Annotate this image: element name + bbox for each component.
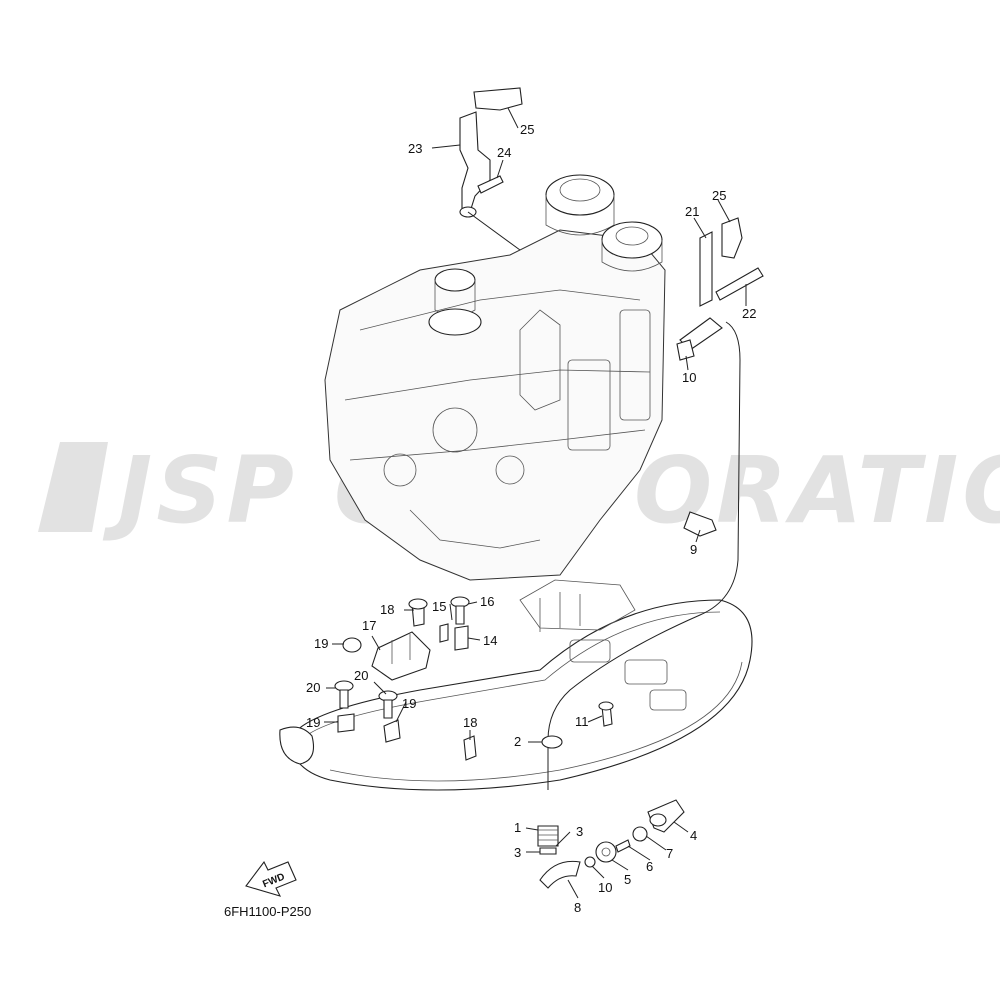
timing-pulley-2 — [601, 221, 663, 272]
part-2-grommet — [541, 735, 563, 749]
callout-1: 1 — [514, 820, 521, 835]
callout-21: 21 — [685, 204, 699, 219]
callout-20-left: 20 — [306, 680, 320, 695]
callout-20-right: 20 — [354, 668, 368, 683]
part-8-hose — [539, 860, 581, 889]
timing-pulley-1 — [545, 174, 615, 236]
callout-14: 16 — [480, 594, 494, 609]
part-12-bracket — [454, 625, 469, 651]
callout-13: 15 — [432, 599, 446, 614]
callout-3-right: 3 — [576, 824, 583, 839]
callout-15: 17 — [362, 618, 376, 633]
hose-line — [547, 321, 741, 790]
callout-2: 2 — [514, 734, 521, 749]
callout-9: 9 — [690, 542, 697, 557]
part-19-plate — [337, 713, 355, 733]
callout-12: 14 — [483, 633, 497, 648]
part-21-bracket — [699, 231, 713, 307]
part-3-clamp — [539, 847, 557, 855]
starter-motor — [519, 309, 561, 411]
part-10-clip-upper — [676, 339, 695, 361]
part-15-bracket — [371, 631, 431, 681]
lower-fitting-assembly — [537, 799, 685, 889]
part-25-cover — [473, 87, 523, 111]
forward-direction-arrow: FWD — [245, 860, 297, 897]
callout-5: 5 — [624, 872, 631, 887]
cowling-front-lip — [279, 726, 315, 765]
callout-25-top: 25 — [520, 122, 534, 137]
engine-block — [324, 174, 666, 581]
callout-6: 6 — [646, 859, 653, 874]
part-1-fitting — [537, 825, 559, 847]
timing-pulley-3 — [428, 268, 482, 336]
callout-23: 23 — [408, 141, 422, 156]
part-5-gear — [595, 841, 617, 863]
bracket-group-top-right — [676, 217, 764, 361]
callout-8: 8 — [574, 900, 581, 915]
part-24-bolt — [477, 175, 504, 194]
callout-17: 19 — [314, 636, 328, 651]
callout-labels: 25 23 24 25 21 22 10 9 18 15 16 14 19 17… — [306, 122, 756, 915]
bracket-group-top-left — [459, 87, 523, 251]
part-6-shaft — [615, 839, 631, 853]
part-23-bracket — [459, 111, 491, 213]
callout-7: 7 — [666, 846, 673, 861]
part-19-plate-b — [383, 719, 401, 743]
callout-18: 18 — [463, 715, 477, 730]
callout-19-left: 19 — [306, 715, 320, 730]
part-17-grommet — [342, 637, 362, 653]
watermark-logo-mark — [38, 442, 108, 532]
part-7-washer — [632, 826, 648, 842]
part-13-collar — [439, 623, 449, 643]
part-10-clip-lower — [584, 856, 596, 868]
callout-11: 11 — [575, 714, 589, 729]
part-22-bolt — [715, 267, 764, 301]
callout-24: 24 — [497, 145, 511, 160]
callout-10-upper: 10 — [682, 370, 696, 385]
callout-19-right: 19 — [402, 696, 416, 711]
callout-16: 18 — [380, 602, 394, 617]
callout-3-left: 3 — [514, 845, 521, 860]
callout-22: 22 — [742, 306, 756, 321]
bracket-cluster-lower-left — [334, 680, 477, 761]
part-25-cover-right — [721, 217, 743, 259]
engine-side-plate — [567, 359, 611, 451]
callout-10-lower: 10 — [598, 880, 612, 895]
bottom-cowling — [279, 579, 753, 791]
part-18-clip — [463, 735, 477, 761]
callout-4: 4 — [690, 828, 697, 843]
leader-lines — [324, 107, 747, 899]
bracket-cluster-left — [342, 596, 470, 681]
callout-25-right: 25 — [712, 188, 726, 203]
part-9-clip — [683, 511, 717, 537]
diagram-code: 6FH1100-P250 — [224, 904, 311, 919]
